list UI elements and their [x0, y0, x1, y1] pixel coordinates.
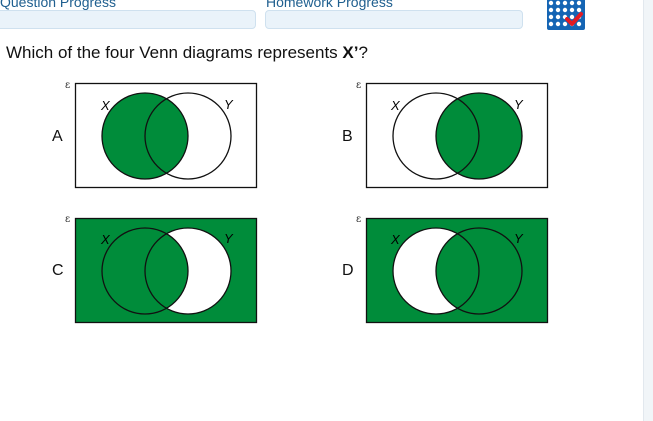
- option-d-universal-symbol: ε: [356, 214, 362, 225]
- question-progress-label: Question Progress: [0, 0, 116, 10]
- grid-dot: [548, 0, 554, 6]
- grid-dot: [555, 0, 561, 6]
- homework-progress-bar: [265, 10, 523, 29]
- grid-dot: [576, 21, 582, 27]
- grid-dot: [569, 14, 575, 20]
- set-y-label: Y: [514, 97, 524, 112]
- dot-grid-icon[interactable]: [547, 0, 585, 30]
- grid-dot: [569, 7, 575, 13]
- option-c-universal-symbol: ε: [65, 214, 71, 225]
- grid-dot: [555, 21, 561, 27]
- right-panel-strip: [643, 0, 653, 421]
- set-y-label: Y: [224, 97, 234, 112]
- set-x-label: X: [100, 98, 111, 113]
- question-text: Which of the four Venn diagrams represen…: [6, 43, 368, 63]
- question-symbol: X’: [342, 43, 359, 62]
- grid-dot: [562, 21, 568, 27]
- venn-diagram-c[interactable]: X Y: [74, 217, 258, 324]
- grid-dot: [548, 21, 554, 27]
- grid-dot: [562, 7, 568, 13]
- grid-dot: [569, 0, 575, 6]
- option-d-letter: D: [342, 262, 354, 279]
- venn-diagram-d[interactable]: X Y: [365, 217, 549, 324]
- grid-dot: [562, 0, 568, 6]
- grid-dot: [576, 7, 582, 13]
- homework-progress-label: Homework Progress: [266, 0, 393, 10]
- option-a-letter: A: [52, 128, 63, 145]
- option-a-universal-symbol: ε: [65, 80, 71, 91]
- venn-diagram-b[interactable]: X Y: [365, 82, 549, 189]
- option-c-letter: C: [52, 262, 64, 279]
- grid-dot: [548, 14, 554, 20]
- grid-dot: [548, 7, 554, 13]
- question-suffix: ?: [358, 43, 368, 62]
- grid-dot: [576, 0, 582, 6]
- option-b-letter: B: [342, 128, 353, 145]
- set-y-label: Y: [224, 231, 234, 246]
- grid-dot: [555, 14, 561, 20]
- venn-diagram-a[interactable]: X Y: [74, 82, 258, 189]
- set-x-label: X: [390, 98, 401, 113]
- set-y-label: Y: [514, 231, 524, 246]
- grid-dot: [555, 7, 561, 13]
- dot-grid-graphic: [548, 0, 583, 27]
- option-b-universal-symbol: ε: [356, 80, 362, 91]
- question-prefix: Which of the four Venn diagrams represen…: [6, 43, 343, 62]
- question-progress-bar: [0, 10, 256, 29]
- set-x-label: X: [390, 232, 401, 247]
- check-icon: [565, 12, 583, 26]
- set-x-label: X: [100, 232, 111, 247]
